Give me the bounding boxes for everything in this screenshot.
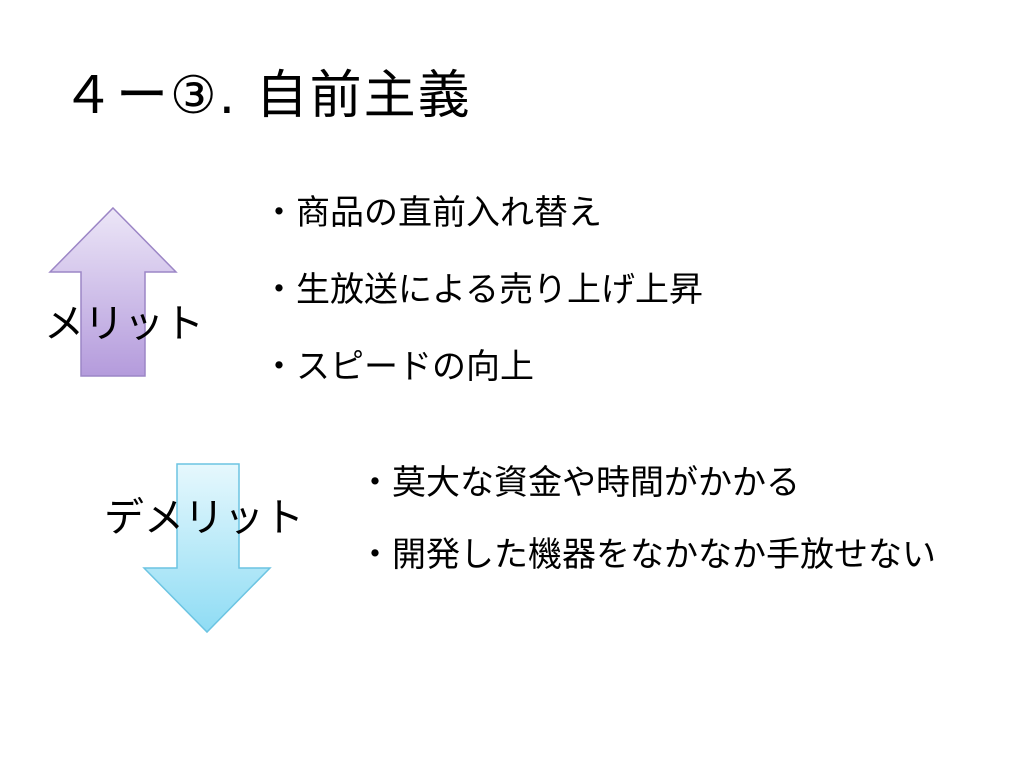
demerit-item: ・開発した機器をなかなか手放せない (358, 535, 936, 575)
demerit-label: デメリット (104, 495, 304, 541)
demerit-list: ・莫大な資金や時間がかかる ・開発した機器をなかなか手放せない (358, 462, 958, 606)
merit-label: メリット (44, 301, 204, 347)
down-arrow-icon (142, 462, 272, 634)
merit-list: ・商品の直前入れ替え ・生放送による売り上げ上昇 ・スピードの向上 (262, 192, 862, 423)
merit-item: ・スピードの向上 (262, 347, 534, 387)
demerit-item: ・莫大な資金や時間がかかる (358, 463, 800, 503)
merit-item: ・商品の直前入れ替え (262, 193, 602, 233)
up-arrow-icon (48, 206, 178, 378)
slide-title: ４ー③. 自前主義 (62, 66, 472, 126)
merit-item: ・生放送による売り上げ上昇 (262, 270, 703, 310)
